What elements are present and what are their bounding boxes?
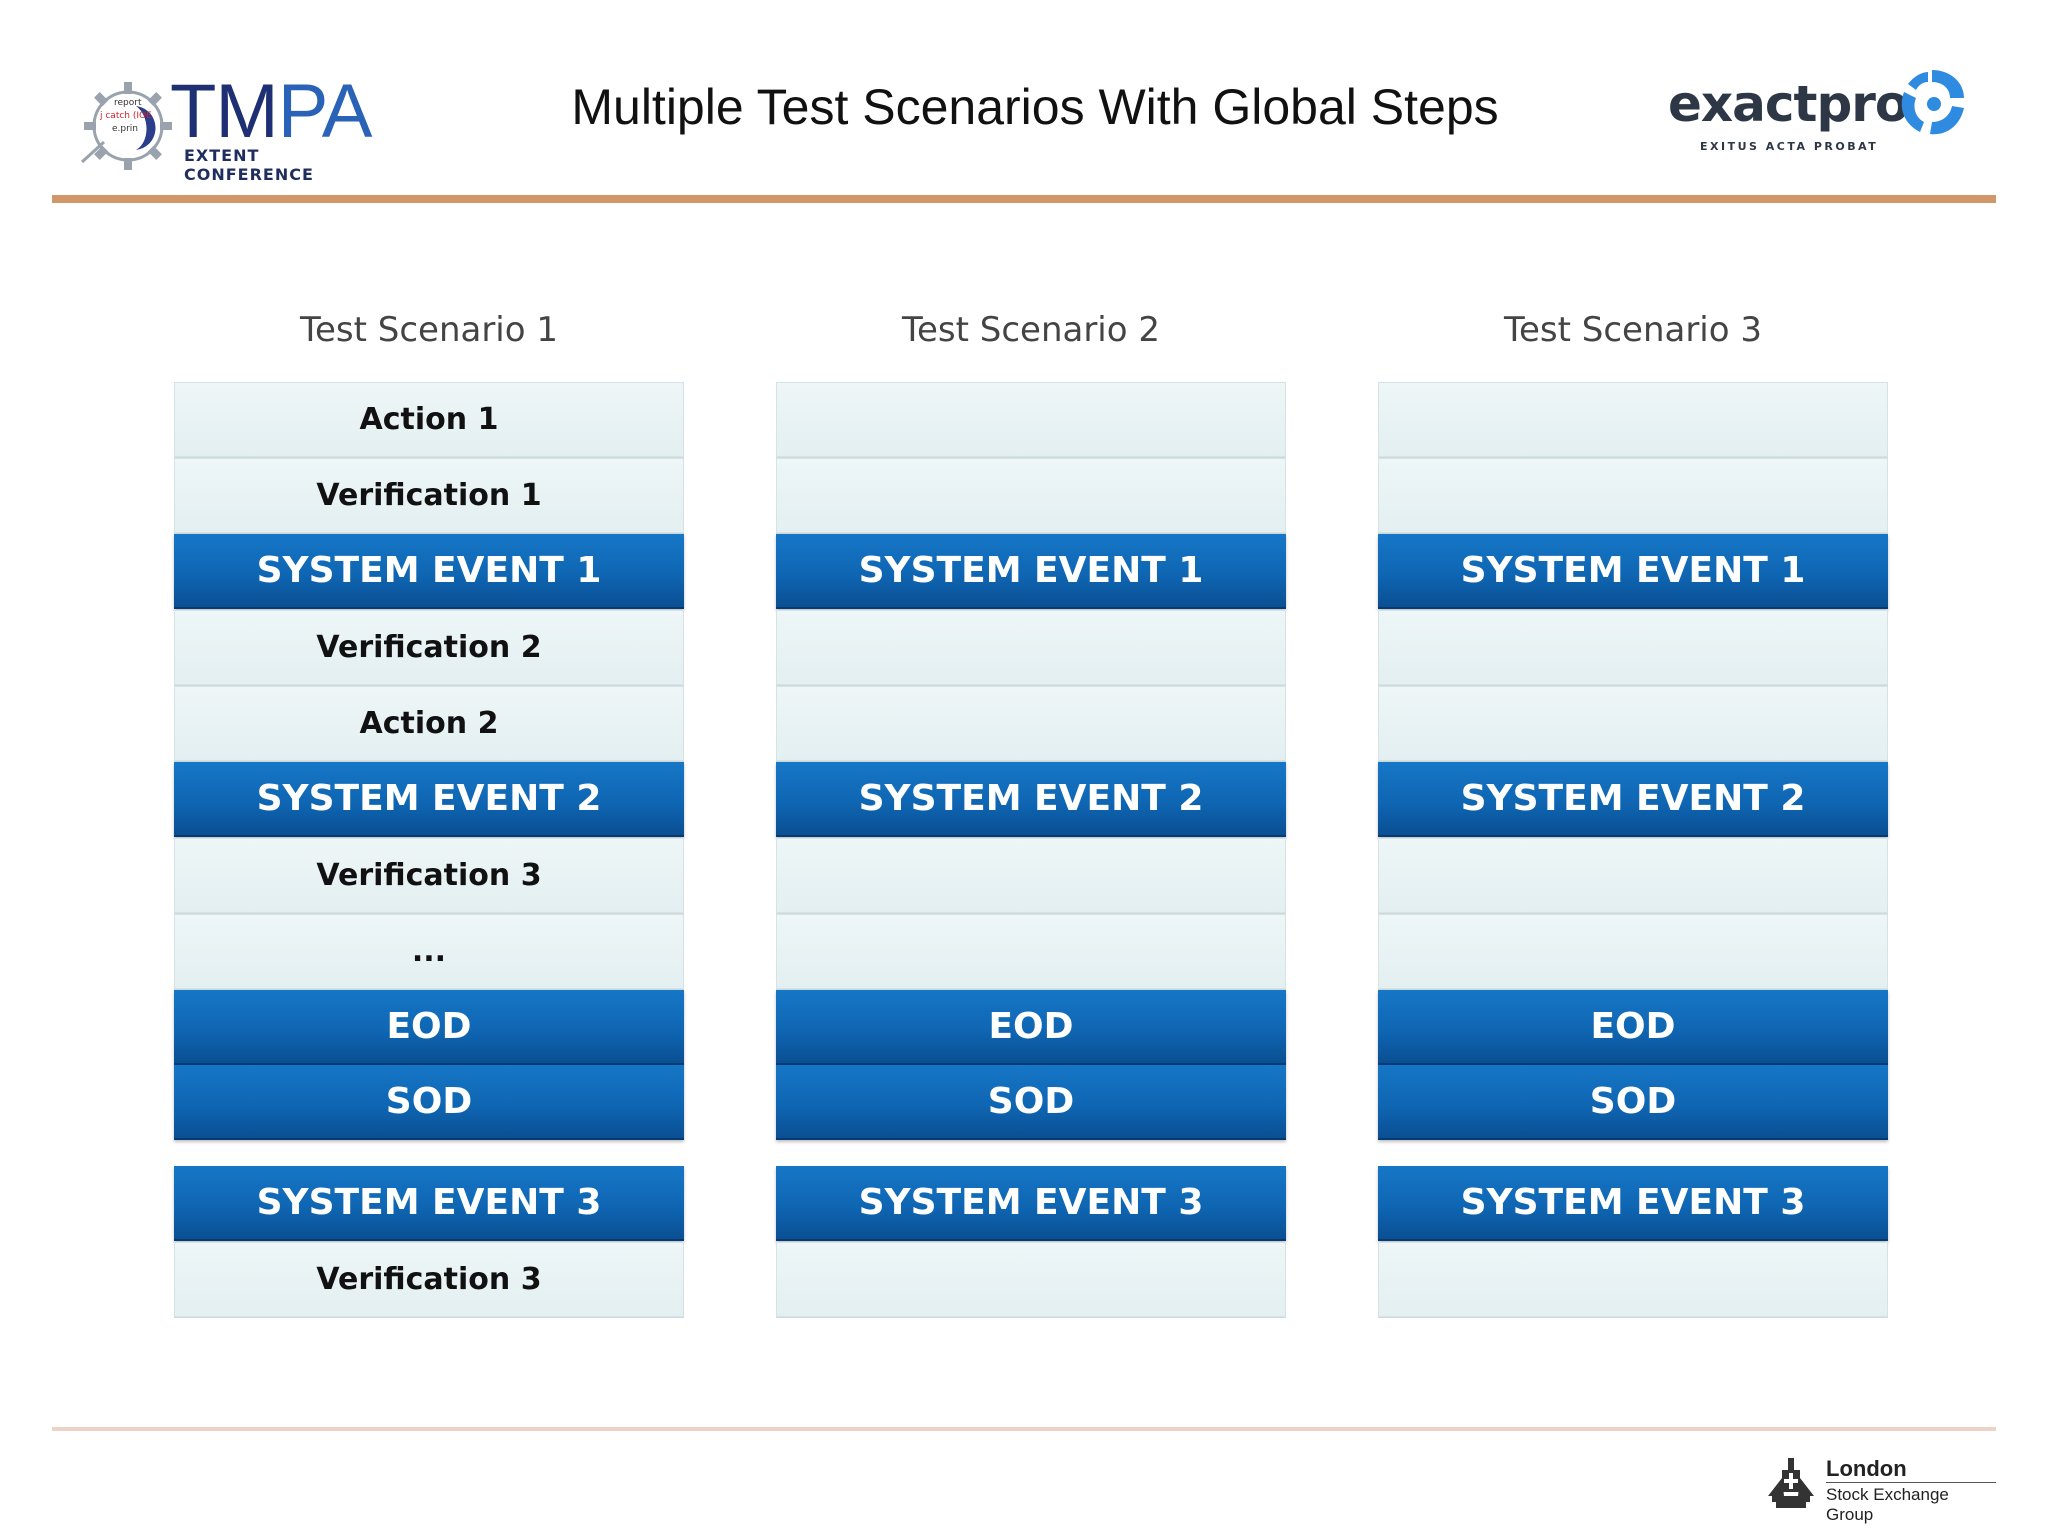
scenario-step: ...	[174, 914, 684, 989]
scenario-step	[1378, 610, 1888, 685]
gear-text-line-3: e.prin	[112, 124, 139, 134]
global-step: SYSTEM EVENT 1	[1378, 534, 1888, 609]
tmpa-word-accent: PA	[277, 69, 373, 154]
scenario-step: Verification 1	[174, 458, 684, 533]
global-step: SYSTEM EVENT 2	[1378, 762, 1888, 837]
exactpro-tagline: EXITUS ACTA PROBAT	[1700, 140, 1879, 153]
scenario-step	[776, 382, 1286, 457]
scenario-title: Test Scenario 3	[1503, 310, 1762, 350]
scenario-step: Action 2	[174, 686, 684, 761]
tmpa-wordmark: TMPA	[170, 74, 372, 150]
scenario-step	[1378, 914, 1888, 989]
global-step: SOD	[1378, 1065, 1888, 1140]
tmpa-word-main: TM	[170, 69, 279, 154]
header-divider	[52, 195, 1996, 203]
gear-text-line-1: report	[114, 98, 142, 108]
global-step: SOD	[174, 1065, 684, 1140]
scenario-step	[776, 838, 1286, 913]
scenario-title: Test Scenario 1	[299, 310, 558, 350]
tmpa-subtitle: EXTENT CONFERENCE	[184, 146, 314, 184]
gear-icon	[80, 82, 172, 170]
scenario-title: Test Scenario 2	[901, 310, 1160, 350]
tmpa-logo: report j catch (IOE e.prin TMPA EXTENT C…	[78, 70, 388, 184]
gear-text-line-2: j catch (IOE	[100, 111, 152, 121]
global-step: EOD	[174, 990, 684, 1065]
scenario-step: Verification 2	[174, 610, 684, 685]
scenario-step: Action 1	[174, 382, 684, 457]
exactpro-swirl-icon	[1901, 70, 1964, 135]
exactpro-wordmark: exactpro	[1668, 75, 1909, 133]
global-step: SYSTEM EVENT 3	[1378, 1166, 1888, 1241]
global-step: EOD	[776, 990, 1286, 1065]
lseg-logo: London Stock Exchange Group	[1762, 1452, 1996, 1524]
scenario-step: Verification 3	[174, 838, 684, 913]
scenario-step: Verification 3	[174, 1242, 684, 1317]
global-step: EOD	[1378, 990, 1888, 1065]
scenario-step	[776, 914, 1286, 989]
scenario-step	[1378, 458, 1888, 533]
coat-of-arms-icon	[1768, 1458, 1814, 1508]
scenario-step	[1378, 686, 1888, 761]
lseg-name: London	[1826, 1456, 1907, 1481]
global-step: SYSTEM EVENT 3	[776, 1166, 1286, 1241]
scenario-column-2: Test Scenario 2 SYSTEM EVENT 1 SYSTEM EVEN…	[776, 302, 1286, 1317]
scenario-step	[776, 686, 1286, 761]
scenario-step	[776, 610, 1286, 685]
scenario-column-3: Test Scenario 3 SYSTEM EVENT 1 SYSTEM EVEN…	[1378, 302, 1888, 1317]
footer-divider	[52, 1427, 1996, 1431]
scenario-step	[1378, 1242, 1888, 1317]
global-step: SYSTEM EVENT 2	[174, 762, 684, 837]
lseg-underline	[1826, 1482, 1996, 1483]
scenario-step	[1378, 838, 1888, 913]
exactpro-logo: exactpro EXITUS ACTA PROBAT	[1668, 62, 1968, 162]
global-step: SYSTEM EVENT 2	[776, 762, 1286, 837]
scenario-step	[776, 458, 1286, 533]
lseg-subtitle: Stock Exchange Group	[1826, 1485, 1949, 1524]
global-step: SYSTEM EVENT 1	[174, 534, 684, 609]
slide-title: Multiple Test Scenarios With Global Step…	[571, 79, 1499, 135]
scenario-step	[776, 1242, 1286, 1317]
global-step: SYSTEM EVENT 1	[776, 534, 1286, 609]
global-step: SOD	[776, 1065, 1286, 1140]
scenario-step	[1378, 382, 1888, 457]
global-step: SYSTEM EVENT 3	[174, 1166, 684, 1241]
